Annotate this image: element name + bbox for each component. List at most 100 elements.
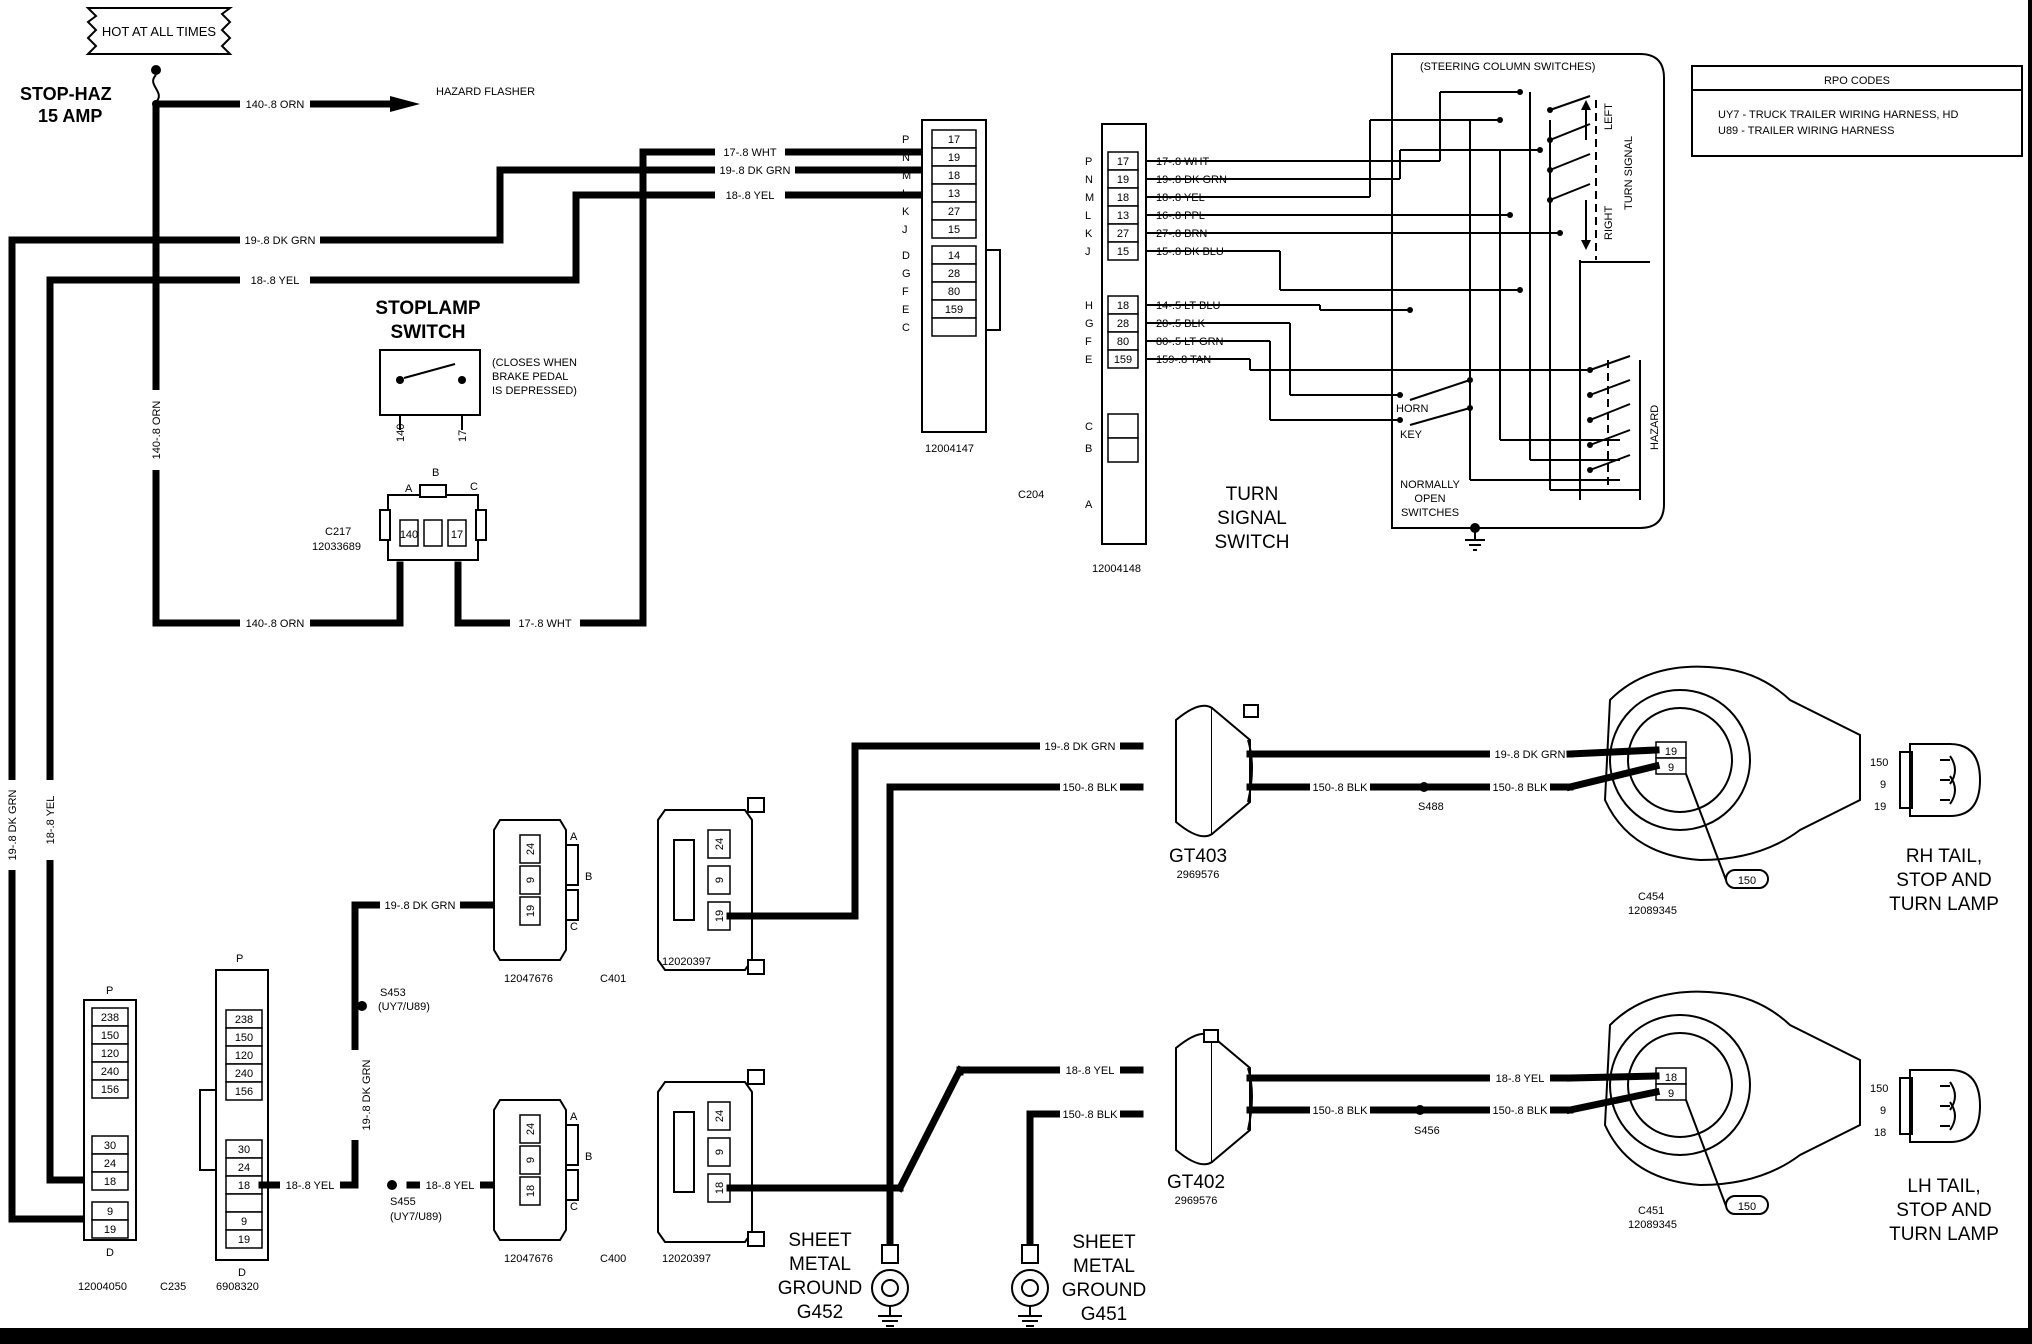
steering-column-switches: (STEERING COLUMN SWITCHES) [1249,53,1665,551]
c12004147-cell-k: 27 [948,206,960,218]
c204-cell-g: 28 [1117,318,1129,330]
c12004147-cell-p: 17 [948,134,960,146]
c12004147-letter-e: E [902,304,909,316]
rh-lamp-callout-label: 150 [1738,875,1756,887]
splice-s456-label: S456 [1414,1125,1440,1137]
c12004147-letter-m: M [902,170,911,182]
c204-letter-b: B [1085,443,1092,455]
rh-lamp-pin-9: 9 [1880,779,1886,791]
stoplamp-note-3: IS DEPRESSED) [492,385,577,397]
rh-lamp-conn: C454 [1638,891,1664,903]
c204-letter-l: L [1085,210,1091,222]
ground-g451-line-2: METAL [1073,1256,1135,1277]
stoplamp-title-2: SWITCH [391,322,466,343]
c12004147-letter-d: D [902,250,910,262]
c12004147-letter-j: J [902,224,908,236]
lh-lamp-conn: C451 [1638,1205,1664,1217]
steering-right-label: RIGHT [1603,206,1615,241]
c235-left-cell-11: 19 [104,1224,116,1236]
splice-s488 [1419,782,1429,792]
c235-right-part: 6908320 [216,1281,259,1293]
c204-cell-e: 159 [1114,354,1132,366]
rh-lamp-pin-150: 150 [1870,757,1888,769]
wire-label-18-yel-c235: 18-.8 YEL [286,1180,335,1192]
c401-part-right: 12020397 [662,956,711,968]
rpo-codes-box: RPO CODES UY7 - TRUCK TRAILER WIRING HAR… [1691,65,2023,157]
lh-lamp-cell-18: 18 [1665,1072,1677,1084]
c400-name: C400 [600,1253,626,1265]
wire-label-19-dkgrn-upper: 19-.8 DK GRN [245,235,316,247]
c235-right-cell-3: 240 [235,1068,253,1080]
wire-label-19-dkgrn-vertical: 19-.8 DK GRN [7,789,19,860]
rh-lamp-title-2: STOP AND [1896,870,1991,891]
c235-right-cell-0: 238 [235,1014,253,1026]
c12004147-part: 12004147 [925,443,974,455]
splice-s453 [357,1001,367,1011]
c235-left-cell-7: 24 [104,1158,116,1170]
c12004147-cell-j: 15 [948,224,960,236]
rpo-line-1: UY7 - TRUCK TRAILER WIRING HARNESS, HD [1718,109,1958,121]
stoplamp-pin-140: 140 [395,424,407,442]
connector-c401: 24 9 19 A B C 12047676 C401 24 9 19 1202… [493,797,765,985]
c400-part-right: 12020397 [662,1253,711,1265]
c235-right-cell-8: 18 [238,1180,250,1192]
c204-cell-f: 80 [1117,336,1129,348]
c235-left-cell-3: 240 [101,1066,119,1078]
c400-pin-c: C [570,1201,578,1213]
c12004147-cell-d: 14 [948,250,960,262]
c235-left-cell-8: 18 [104,1176,116,1188]
c204-letter-c: C [1085,421,1093,433]
stoplamp-note-1: (CLOSES WHEN [492,357,577,369]
wire-label-19-dkgrn-top: 19-.8 DK GRN [720,165,791,177]
wire-label-150-blk-gt402: 150-.8 BLK [1062,1109,1118,1121]
c204-letter-a: A [1085,499,1093,511]
c204-cell-j: 15 [1117,246,1129,258]
splice-s488-label: S488 [1418,801,1444,813]
c204-cell-h: 18 [1117,300,1129,312]
c400-right-cell-a: 24 [714,1110,726,1122]
lh-lamp-assembly: 18 9 150 C451 12089345 [1565,990,1861,1231]
c235-left-cell-0: 238 [101,1012,119,1024]
c235-right-cell-11: 19 [238,1234,250,1246]
c235-right-cell-1: 150 [235,1032,253,1044]
rh-lamp-cell-19: 19 [1665,746,1677,758]
rpo-line-2: U89 - TRAILER WIRING HARNESS [1718,125,1894,137]
c217-name: C217 [325,526,351,538]
stoplamp-title: STOPLAMP [375,298,481,319]
c401-pin-b: B [585,871,592,883]
c400-right-cell-b: 9 [714,1149,726,1155]
c12004147-cell-m: 18 [948,170,960,182]
c204-cell-p: 17 [1117,156,1129,168]
c401-left-cell-b: 9 [525,877,537,883]
lh-lamp-cell-9: 9 [1668,1088,1674,1100]
ground-g452-ring-icon [871,1269,909,1307]
fuse-rating: 15 AMP [38,106,102,126]
connector-c235-left: 238 150 120 240 156 30 24 18 9 19 P D 12… [78,985,137,1293]
c235-left-cell-4: 156 [101,1084,119,1096]
c204-output-wires: 17-.8 WHT 19-.8 DK GRN 18-.8 YEL 16-.8 P… [1146,156,1440,366]
c12004147-letter-k: K [902,206,910,218]
c217-pin-a: A [405,483,413,495]
steering-hazard-label: HAZARD [1649,405,1661,450]
splice-s453-code: (UY7/U89) [378,1001,430,1013]
c204-wire-1: 19-.8 DK GRN [1156,174,1227,186]
connector-c217: 140 17 A B C C217 12033689 [312,467,487,561]
c204-cell-m: 18 [1117,192,1129,204]
c235-right-bottom: D [238,1267,246,1279]
splice-s455-label: S455 [390,1196,416,1208]
c235-left-cell-2: 120 [101,1048,119,1060]
gt402-part: 2969576 [1175,1195,1218,1207]
c204-name: C204 [1018,489,1044,501]
c12004147-letter-p: P [902,134,909,146]
wire-label-18-yel-top: 18-.8 YEL [726,190,775,202]
stoplamp-switch-box [379,349,481,416]
normally-open-label-1: NORMALLY [1400,479,1460,491]
rh-lamp-assembly: 19 9 150 C454 12089345 [1565,665,1861,917]
rpo-header: RPO CODES [1824,75,1890,87]
c235-right-top: P [236,953,243,965]
c12004147-letter-l: L [902,188,908,200]
lh-lamp-title-1: LH TAIL, [1907,1176,1980,1197]
c401-left-cell-c: 19 [525,905,537,917]
splice-s455-code: (UY7/U89) [390,1211,442,1223]
gt402-name: GT402 [1167,1172,1225,1193]
